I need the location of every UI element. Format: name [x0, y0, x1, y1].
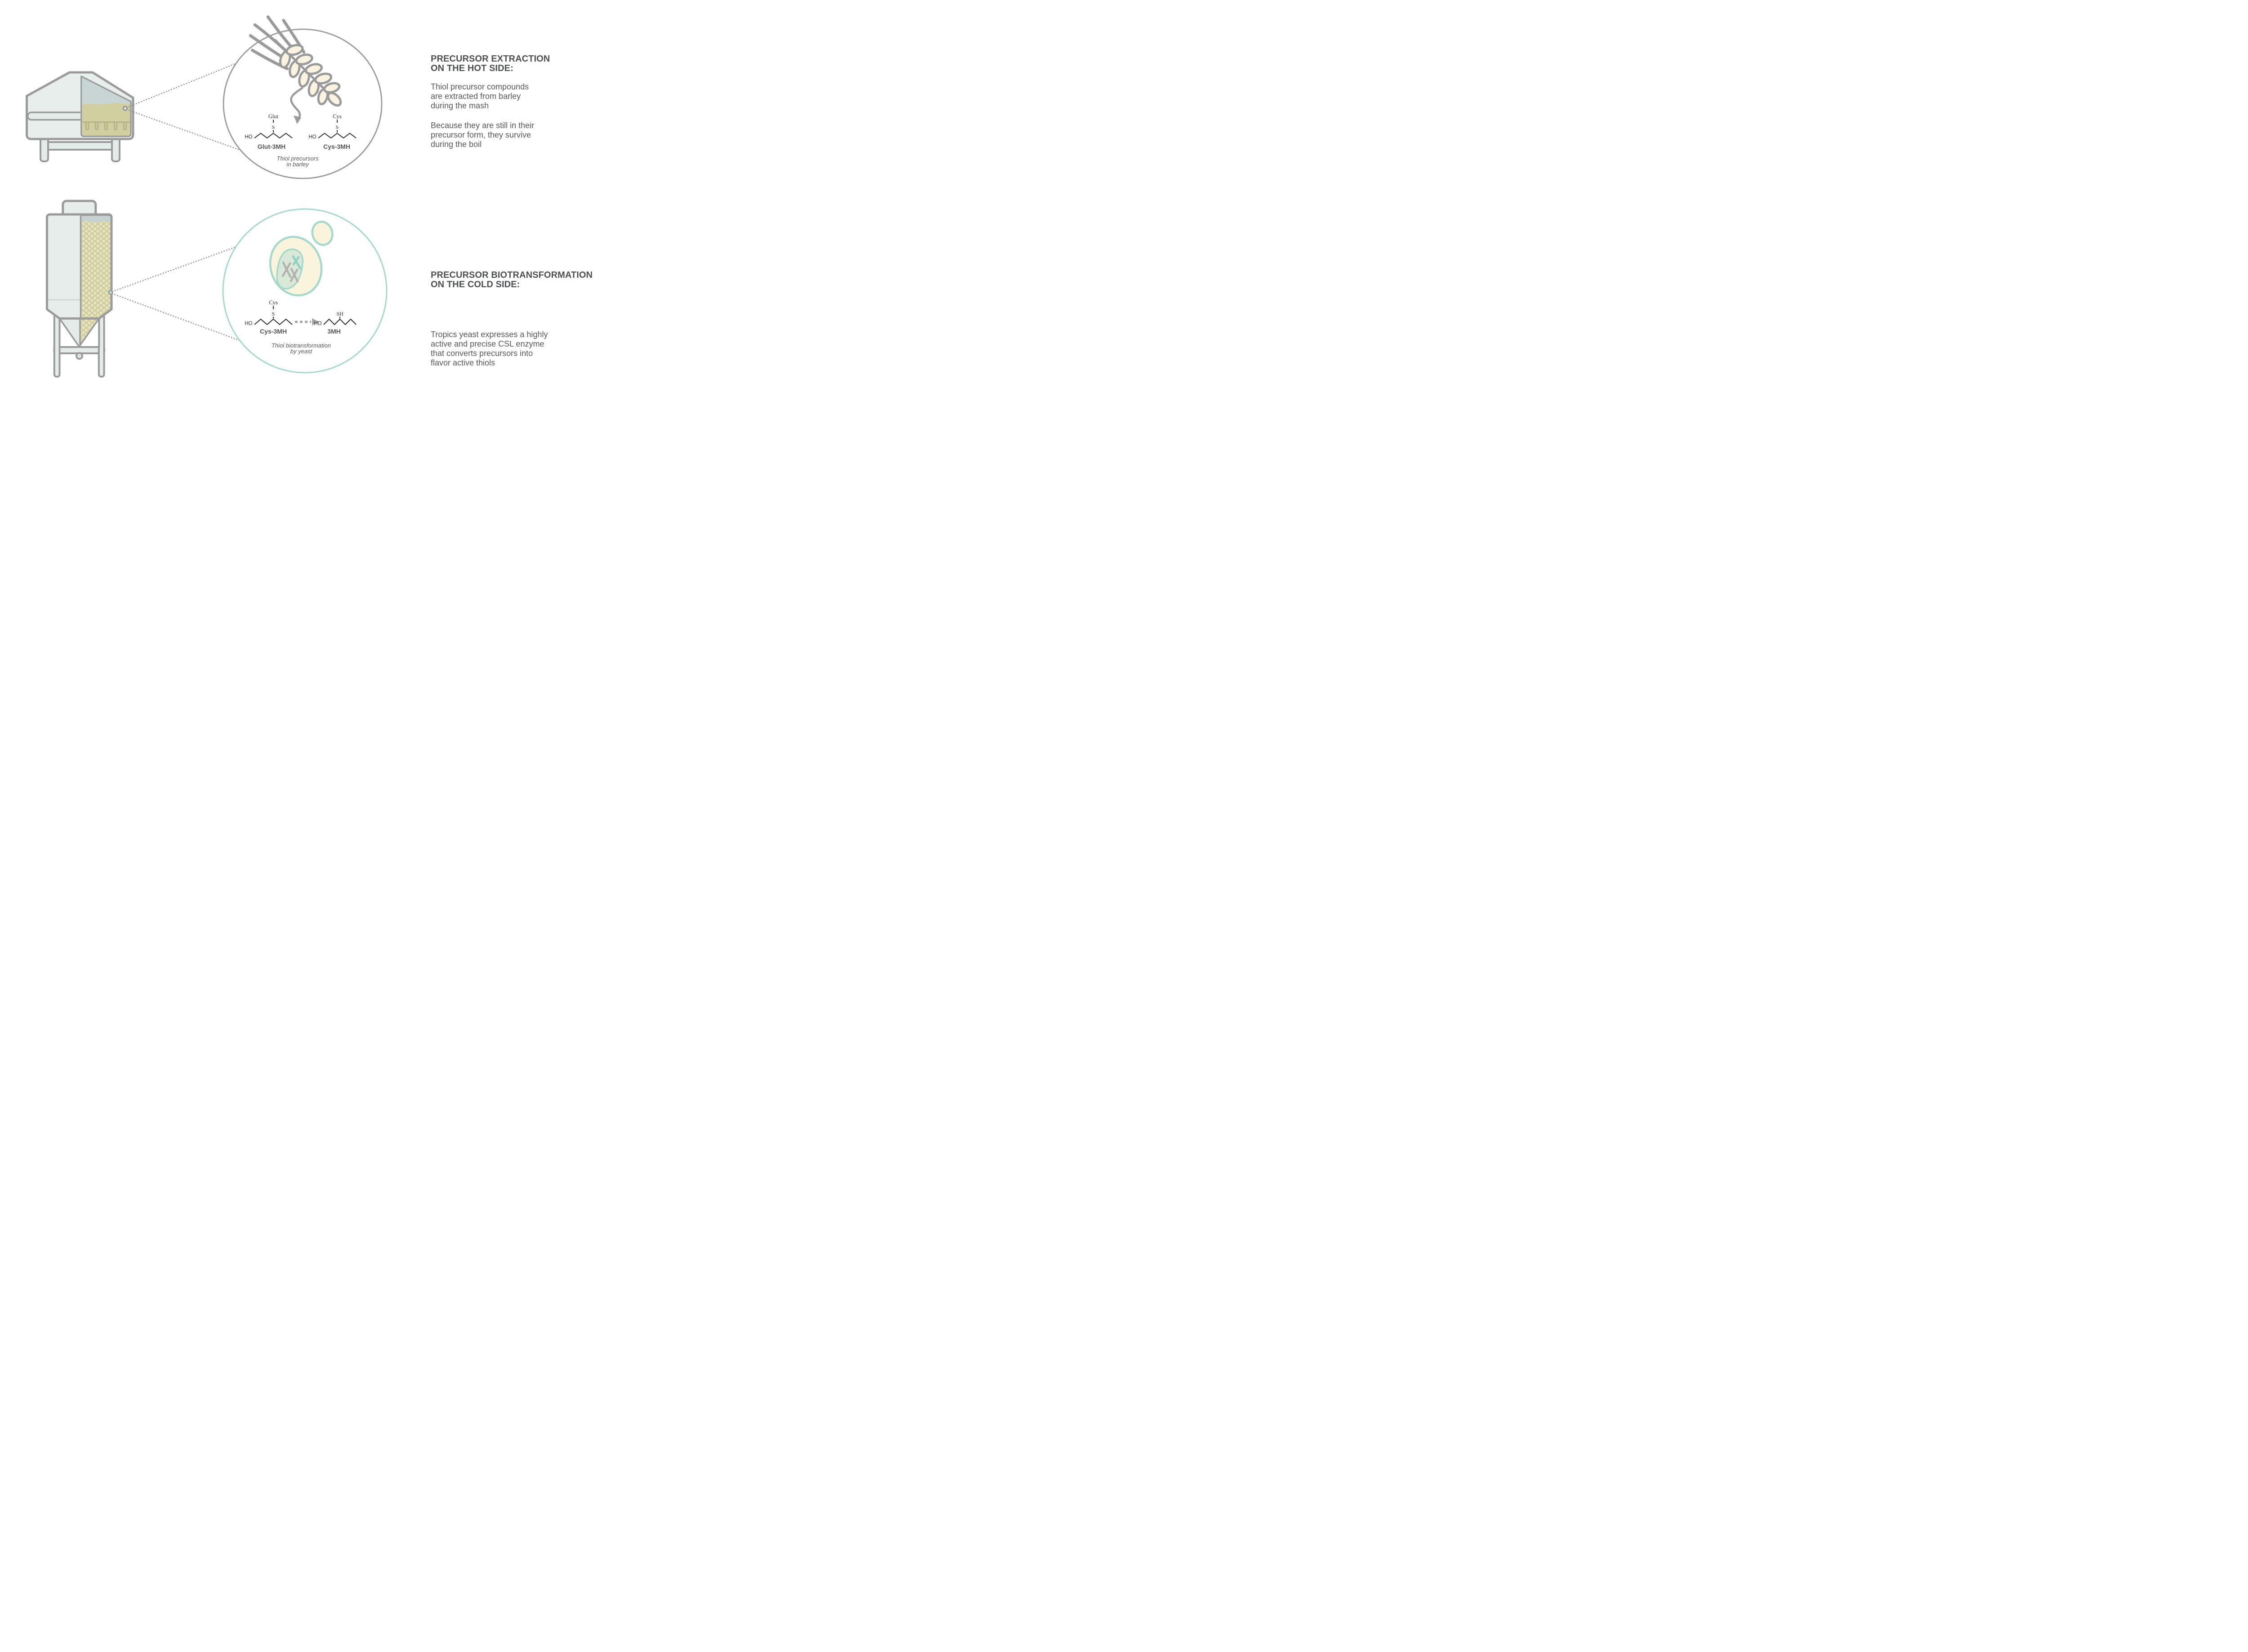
fermenter-headspace: [80, 215, 112, 223]
fermenter-valve-center: [78, 354, 81, 357]
hot-side-heading-line1: PRECURSOR EXTRACTION: [431, 53, 550, 64]
barley-kernels: [279, 44, 342, 107]
cys-3mh-bottom-name: Cys-3MH: [260, 328, 287, 335]
connector-bottom-upper: [112, 234, 270, 293]
fermenter-sample-port: [108, 290, 113, 295]
chromosome-teal: [292, 255, 302, 270]
cys-bottom-hydroxyl-label: HO: [245, 321, 253, 326]
yeast-caption-line1: Thiol biotransformation: [271, 342, 331, 349]
hot-side-para2-line1: Because they are still in their: [431, 120, 535, 130]
connector-bottom-lower: [112, 293, 270, 352]
hot-side-para2-line2: precursor form, they survive: [431, 130, 531, 139]
infographic-canvas: PRECURSOR EXTRACTION ON THE HOT SIDE: Th…: [0, 0, 647, 413]
diagram-artwork: [26, 15, 388, 378]
fermenter-body-outline: [46, 213, 113, 320]
hot-side-para1-line2: are extracted from barley: [431, 91, 521, 101]
cold-side-para-line2: active and precise CSL enzyme: [431, 339, 544, 348]
cys-bottom-residue-label: Cys: [269, 299, 278, 306]
cys-3mh-top-name: Cys-3MH: [323, 143, 350, 150]
mash-tun-leg-right: [111, 136, 120, 162]
glut-3mh-structure: [254, 120, 293, 138]
cold-side-para-line1: Tropics yeast expresses a highly: [431, 330, 548, 339]
mash-false-bottom: [82, 121, 131, 131]
3mh-structure: [323, 316, 357, 325]
hot-side-para2-line3: during the boil: [431, 139, 482, 149]
yeast-caption-line2: by yeast: [290, 348, 312, 355]
hot-side-heading-line2: ON THE HOT SIDE:: [431, 63, 513, 73]
chromosomes-grey: [281, 261, 299, 283]
cys-top-hydroxyl-label: HO: [308, 134, 317, 140]
cys-top-residue-label: Cys: [333, 113, 342, 120]
yeast-bud: [311, 220, 334, 246]
hot-side-para1-line3: during the mash: [431, 101, 489, 110]
mash-liquid: [81, 102, 131, 137]
3mh-sulfur-label: SH: [336, 311, 343, 317]
mash-tun-seam-band: [27, 111, 90, 121]
mash-tun-stand-rail: [43, 141, 117, 151]
curvy-arrow-icon: [290, 87, 303, 124]
cys-3mh-structure-top: [318, 120, 357, 138]
cold-side-para-line4: flavor active thiols: [431, 358, 495, 367]
mash-tun-illustration: [26, 71, 134, 162]
cys-bottom-sulfur-label: S: [272, 311, 275, 317]
barley-caption-line2: in barley: [286, 160, 309, 168]
fermenter-cutaway: [47, 214, 112, 319]
fermenter-illustration: [46, 200, 113, 378]
mash-tun-cutaway-border: [80, 76, 132, 137]
3mh-name: 3MH: [327, 328, 341, 335]
barley-circle: [223, 28, 383, 179]
hot-side-para1-line1: Thiol precursor compounds: [431, 82, 529, 91]
fermenter-beer: [80, 214, 112, 319]
cys-3mh-structure-bottom: [254, 306, 293, 325]
3mh-hydroxyl-label: HO: [314, 321, 322, 326]
cold-side-heading-line2: ON THE COLD SIDE:: [431, 279, 520, 289]
glut-sulfur-label: S: [272, 124, 275, 130]
glut-residue-label: Glut: [268, 113, 279, 120]
dashed-arrow-icon: [295, 318, 319, 325]
barley-ear-icon: [249, 15, 342, 107]
fermenter-cone-outline: [58, 317, 100, 347]
cys-top-sulfur-label: S: [335, 124, 339, 130]
cold-side-heading-line1: PRECURSOR BIOTRANSFORMATION: [431, 270, 593, 280]
barley-caption-line1: Thiol precursors: [277, 155, 319, 162]
glut-3mh-name: Glut-3MH: [257, 143, 286, 150]
yeast-cell-icon: [269, 220, 334, 297]
glut-hydroxyl-label: HO: [245, 134, 253, 140]
cold-side-para-line3: that converts precursors into: [431, 348, 533, 358]
mash-tun-leg-left: [40, 136, 49, 162]
